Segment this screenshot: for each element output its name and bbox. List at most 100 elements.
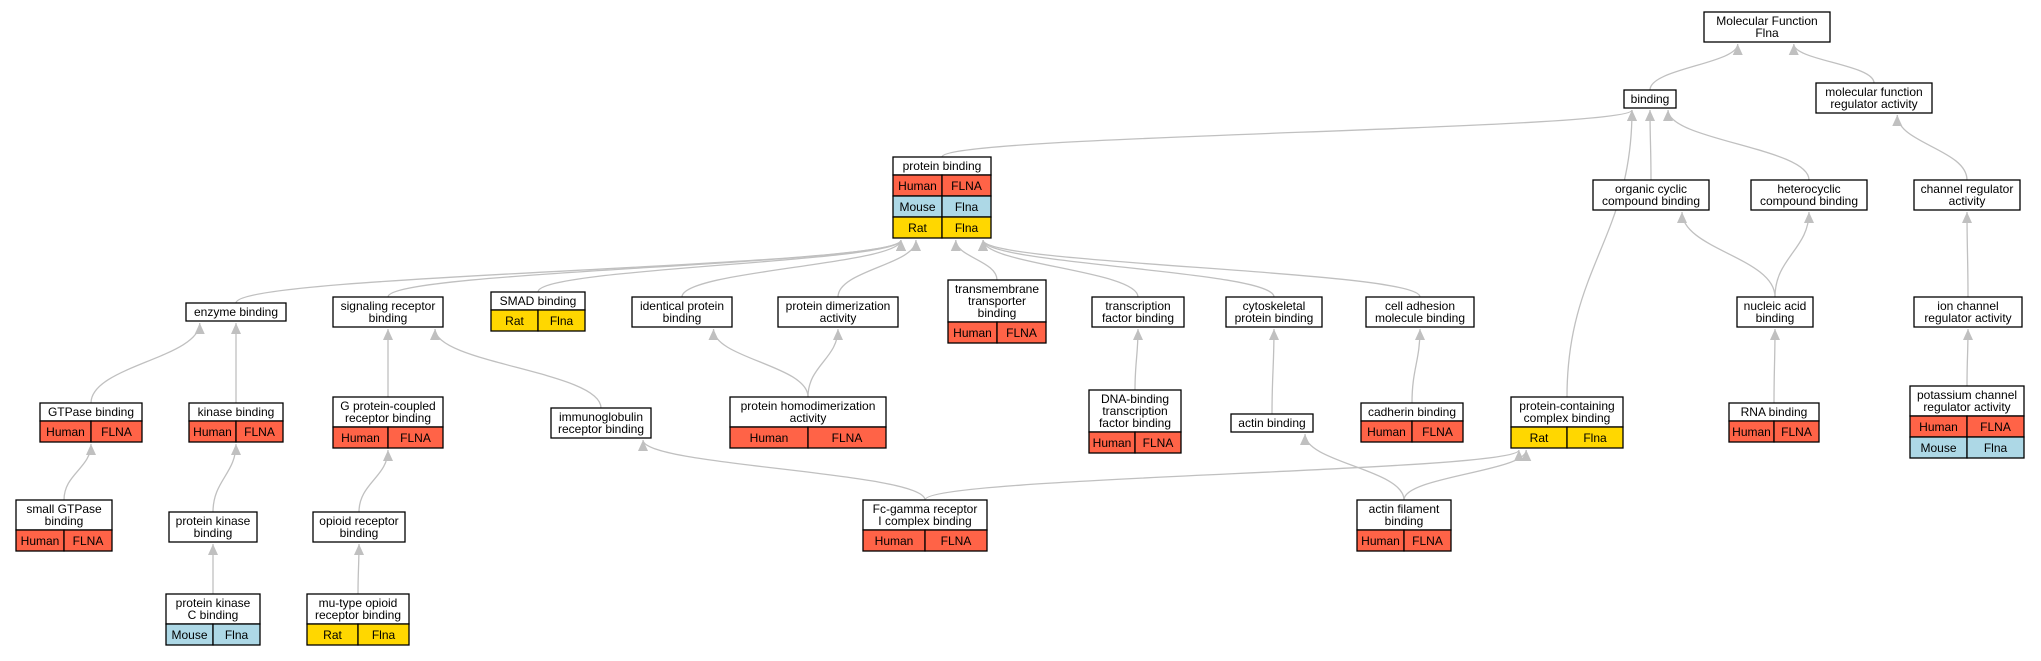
node-label-line: activity xyxy=(820,311,857,325)
node-label-line: binding xyxy=(194,526,233,540)
species-name: Mouse xyxy=(1920,441,1956,455)
gene-symbol: Flna xyxy=(1984,441,2008,455)
is-a-edge xyxy=(537,239,906,293)
node-label-line: protein kinase xyxy=(176,596,251,610)
species-name: Human xyxy=(1361,534,1400,548)
species-name: Human xyxy=(875,534,914,548)
gene-cell xyxy=(1134,431,1182,454)
is-a-edge xyxy=(638,439,926,501)
gene-cell xyxy=(924,529,988,552)
node-label-line: heterocyclic xyxy=(1777,182,1840,196)
node-title-box xyxy=(1510,396,1624,428)
species-name: Mouse xyxy=(171,628,207,642)
node-label-line: RNA binding xyxy=(1741,405,1808,419)
species-name: Human xyxy=(21,534,60,548)
node-label-line: identical protein xyxy=(640,299,724,313)
node-title-box xyxy=(165,593,261,625)
gene-symbol: FLNA xyxy=(1143,436,1174,450)
species-name: Human xyxy=(898,179,937,193)
node-title-box xyxy=(306,593,410,625)
gene-cell xyxy=(537,309,586,332)
node-label-line: complex binding xyxy=(1524,411,1611,425)
node-label-line: regulator activity xyxy=(1923,400,2010,414)
is-a-edge xyxy=(1663,109,1810,181)
node-label-line: cadherin binding xyxy=(1368,405,1456,419)
node-label-line: protein homodimerization xyxy=(741,399,876,413)
node-label-line: transporter xyxy=(968,294,1026,308)
node-label-line: receptor binding xyxy=(345,411,431,425)
is-a-edge xyxy=(212,443,241,513)
is-a-edge xyxy=(1788,43,1875,84)
node-label-line: protein binding xyxy=(1235,311,1314,325)
species-name: Human xyxy=(750,431,789,445)
node-label-line: binding xyxy=(663,311,702,325)
gene-symbol: Flna xyxy=(372,628,396,642)
is-a-edge xyxy=(1962,211,1973,298)
node-label-line: immunoglobulin xyxy=(559,410,643,424)
gene-symbol: FLNA xyxy=(951,179,982,193)
node-title-box xyxy=(332,396,444,428)
species-name: Human xyxy=(193,425,232,439)
node-label-line: cell adhesion xyxy=(1385,299,1455,313)
gene-cell xyxy=(212,623,261,646)
node-label-line: activity xyxy=(1949,194,1986,208)
go-term-node-actin-binding: actin binding xyxy=(1230,413,1314,433)
node-title-box xyxy=(1913,296,2023,328)
node-label-line: nucleic acid xyxy=(1744,299,1807,313)
species-name: Human xyxy=(1367,425,1406,439)
is-a-edge xyxy=(978,239,1421,298)
gene-symbol: Flna xyxy=(955,200,979,214)
node-label-line: receptor binding xyxy=(315,608,401,622)
edge-layer xyxy=(63,43,1973,595)
node-title-box xyxy=(1592,179,1710,211)
gene-symbol: FLNA xyxy=(244,425,275,439)
node-label-line: transcription xyxy=(1102,404,1167,418)
species-name: Human xyxy=(1919,420,1958,434)
node-title-box xyxy=(631,296,733,328)
gene-symbol: FLNA xyxy=(1412,534,1443,548)
node-label-line: compound binding xyxy=(1760,194,1858,208)
gene-cell xyxy=(1966,436,2025,459)
node-label-line: DNA-binding xyxy=(1101,392,1169,406)
node-title-box xyxy=(1815,82,1933,114)
is-a-edge xyxy=(1774,211,1814,298)
gene-cell xyxy=(63,529,113,552)
node-title-box xyxy=(1736,296,1814,328)
node-label-line: actin filament xyxy=(1369,502,1440,516)
node-title-box xyxy=(947,279,1047,323)
gene-symbol: FLNA xyxy=(1781,425,1812,439)
node-label-line: potassium channel xyxy=(1917,388,2017,402)
is-a-edge xyxy=(353,543,364,595)
species-name: Rat xyxy=(908,221,927,235)
gene-symbol: FLNA xyxy=(941,534,972,548)
is-a-edge xyxy=(1677,211,1776,298)
node-label-line: Fc-gamma receptor xyxy=(873,502,978,516)
node-title-box xyxy=(168,511,258,543)
species-name: Human xyxy=(1732,425,1771,439)
node-label-line: factor binding xyxy=(1099,416,1171,430)
node-label-line: transmembrane xyxy=(955,282,1039,296)
species-name: Rat xyxy=(323,628,342,642)
node-label-line: factor binding xyxy=(1102,311,1174,325)
gene-cell xyxy=(387,426,444,449)
node-label-line: protein-containing xyxy=(1519,399,1614,413)
node-title-box xyxy=(312,511,406,543)
is-a-edge xyxy=(63,443,96,501)
node-label-line: protein dimerization xyxy=(786,299,891,313)
